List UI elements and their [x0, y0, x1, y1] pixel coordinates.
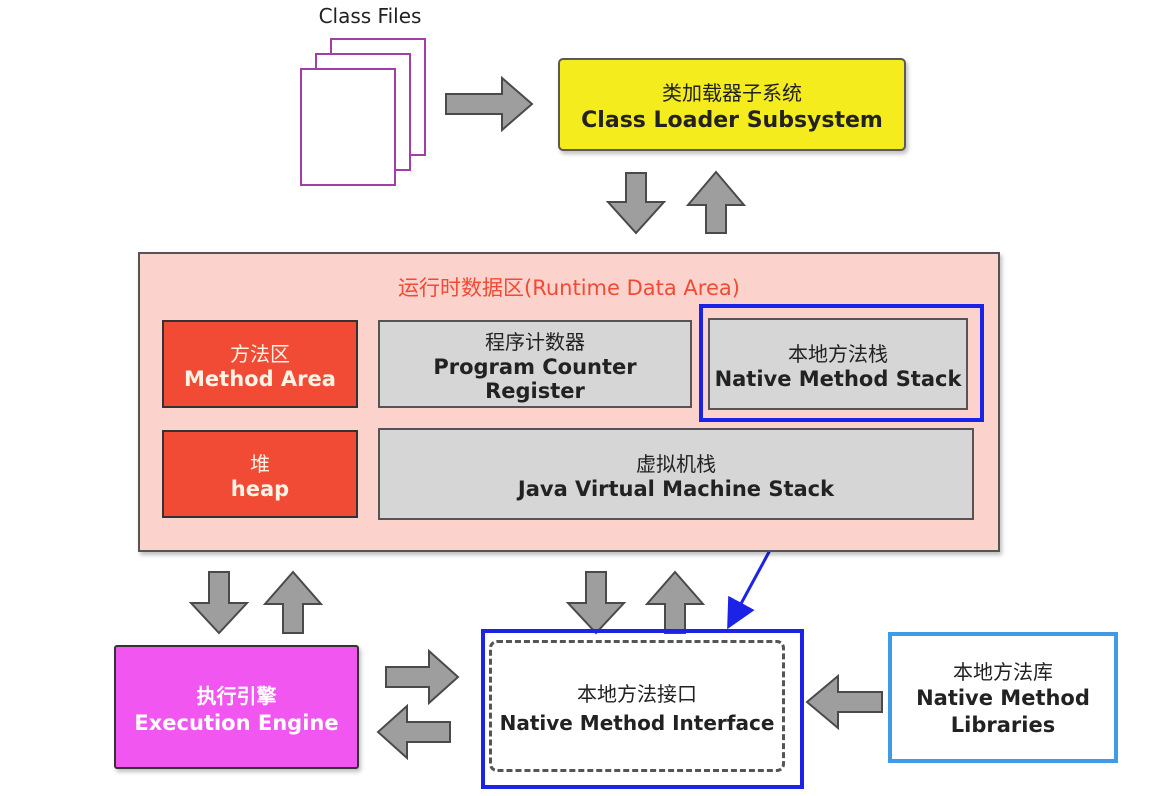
- method-area-zh-label: 方法区: [230, 341, 290, 366]
- heap-zh-label: 堆: [250, 451, 270, 476]
- native-stack-zh-label: 本地方法栈: [788, 341, 888, 366]
- native-method-interface-box: 本地方法接口 Native Method Interface: [489, 640, 785, 772]
- arrow-up-interface-to-runtime: [644, 570, 706, 634]
- runtime-data-area-title: 运行时数据区(Runtime Data Area): [398, 276, 740, 300]
- native-method-stack-highlight: [699, 304, 984, 422]
- native-interface-zh-label: 本地方法接口: [577, 681, 697, 706]
- native-libraries-zh-label: 本地方法库: [953, 660, 1053, 684]
- jvm-stack-box: 虚拟机栈 Java Virtual Machine Stack: [378, 428, 974, 520]
- arrow-right-exec-to-interface: [385, 648, 460, 706]
- program-counter-register-box: 程序计数器 Program Counter Register: [378, 320, 692, 408]
- arrow-left-libraries-to-interface: [805, 673, 883, 731]
- execution-engine-box: 执行引擎 Execution Engine: [114, 645, 359, 769]
- method-area-box: 方法区 Method Area: [162, 320, 358, 408]
- native-stack-en-label: Native Method Stack: [714, 366, 962, 391]
- heap-en-label: heap: [230, 476, 290, 501]
- jvm-stack-en-label: Java Virtual Machine Stack: [517, 476, 835, 501]
- arrow-down-runtime-to-interface: [565, 571, 627, 635]
- native-method-interface-highlight: [481, 629, 804, 789]
- heap-box: 堆 heap: [162, 430, 358, 518]
- arrow-right-files-to-loader: [445, 75, 534, 133]
- native-method-stack-box: 本地方法栈 Native Method Stack: [708, 318, 968, 410]
- native-method-libraries-box: 本地方法库 Native Method Libraries: [888, 632, 1118, 763]
- class-file-page-front: [300, 68, 396, 186]
- native-libraries-en-line2: Libraries: [950, 713, 1056, 737]
- class-loader-subsystem-box: 类加载器子系统 Class Loader Subsystem: [558, 58, 906, 151]
- class-files-label: Class Files: [318, 4, 422, 28]
- execution-engine-zh-label: 执行引擎: [196, 683, 277, 708]
- arrow-down-runtime-to-exec: [188, 571, 250, 635]
- class-loader-en-label: Class Loader Subsystem: [581, 107, 883, 133]
- arrow-up-runtime-to-loader: [685, 170, 747, 234]
- pc-register-en-label: Program Counter Register: [433, 354, 637, 403]
- arrow-left-interface-to-exec: [376, 703, 451, 761]
- pc-register-zh-label: 程序计数器: [485, 329, 585, 354]
- arrow-up-exec-to-runtime: [262, 570, 324, 634]
- native-interface-en-label: Native Method Interface: [499, 710, 775, 735]
- native-libraries-en-line1: Native Method: [916, 686, 1090, 710]
- class-loader-zh-label: 类加载器子系统: [662, 80, 802, 105]
- execution-engine-en-label: Execution Engine: [134, 710, 339, 735]
- method-area-en-label: Method Area: [184, 366, 336, 391]
- arrow-down-loader-to-runtime: [605, 172, 667, 235]
- jvm-stack-zh-label: 虚拟机栈: [636, 451, 716, 476]
